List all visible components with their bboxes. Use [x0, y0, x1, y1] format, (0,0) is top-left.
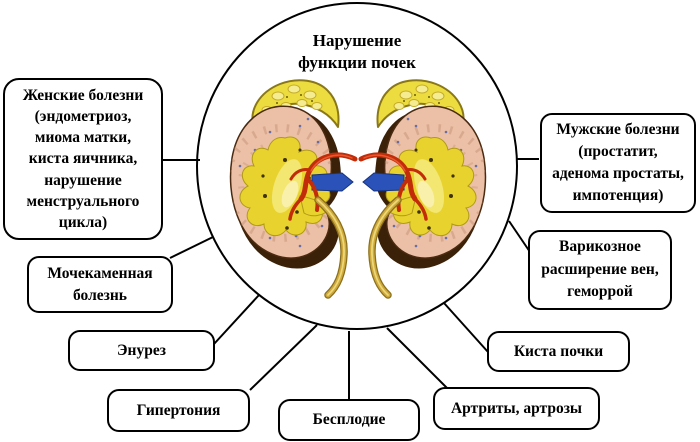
- connector-urolithiasis: [169, 236, 214, 259]
- node-hypertension: Гипертония: [107, 389, 250, 432]
- connector-lines: [163, 158, 539, 400]
- center-label: Нарушение функции почек: [298, 31, 416, 73]
- node-female-diseases: Женские болезни (эндометриоз, миома матк…: [3, 78, 163, 240]
- node-kidney-cyst: Киста почки: [487, 331, 630, 372]
- node-arthritis-arthrosis: Артриты, артрозы: [433, 387, 600, 430]
- connector-varicose-veins: [508, 220, 531, 253]
- node-enuresis: Энурез: [68, 330, 215, 371]
- node-varicose-veins: Варикозное расширение вен, геморрой: [528, 230, 672, 310]
- node-male-diseases: Мужские болезни (простатит, аденома прос…: [540, 113, 696, 213]
- connector-arthritis-arthrosis: [386, 327, 448, 389]
- connector-kidney-cyst: [443, 302, 489, 353]
- connector-hypertension: [249, 324, 318, 391]
- node-infertility: Бесплодие: [278, 399, 420, 441]
- connector-enuresis: [213, 294, 260, 345]
- node-urolithiasis: Мочекаменная болезнь: [27, 256, 173, 313]
